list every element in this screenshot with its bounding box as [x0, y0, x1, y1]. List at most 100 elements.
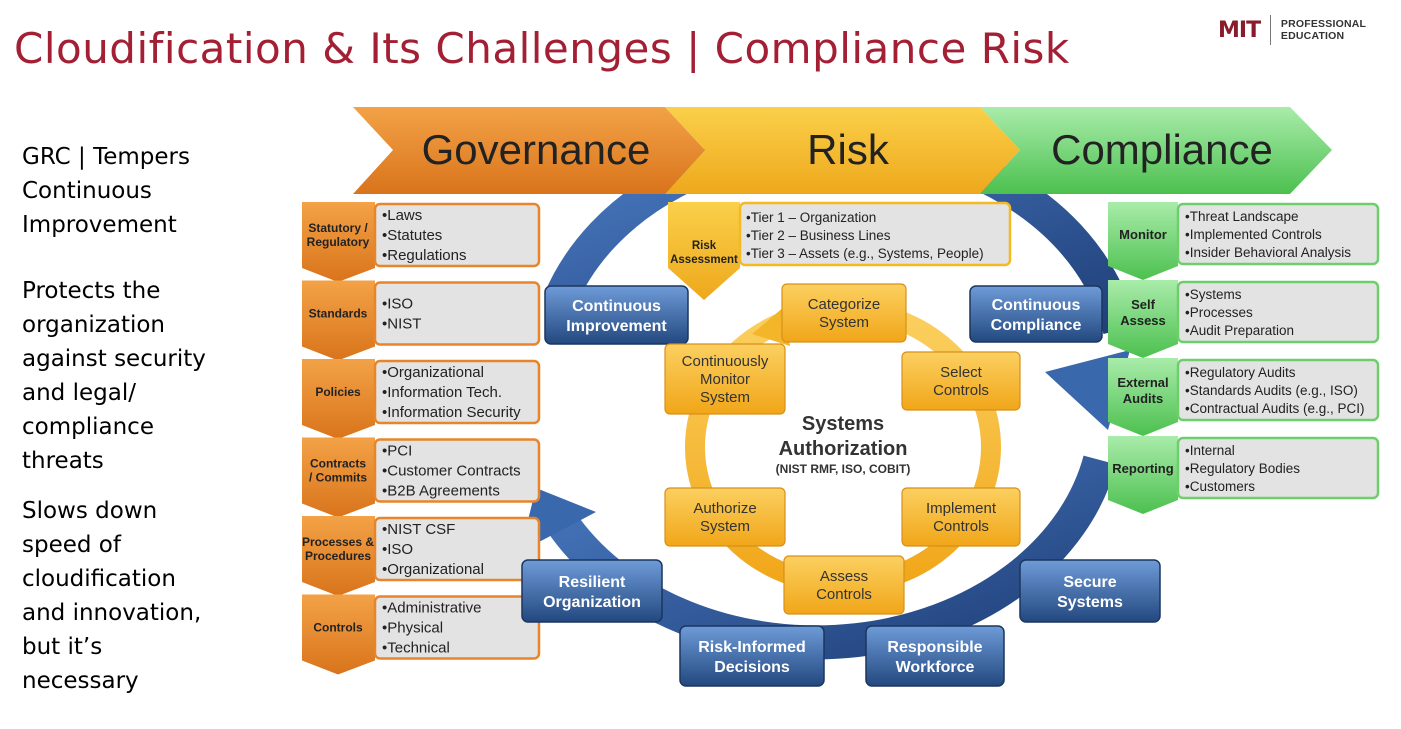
governance-item: •Administrative — [382, 600, 481, 617]
governance-item: •PCI — [382, 443, 412, 460]
compliance-label: Assess — [1120, 313, 1166, 328]
outer-cycle-label: Responsible — [887, 639, 982, 656]
compliance-item: •Regulatory Bodies — [1185, 461, 1300, 476]
logo-divider — [1270, 15, 1271, 45]
center-subtitle: (NIST RMF, ISO, COBIT) — [776, 462, 911, 476]
governance-item: •NIST CSF — [382, 521, 455, 538]
governance-label: Processes & — [302, 535, 374, 549]
inner-cycle-label: Controls — [933, 382, 989, 399]
outer-cycle-label: Decisions — [714, 659, 790, 676]
governance-item-box — [373, 281, 541, 346]
outer-cycle-box — [969, 285, 1103, 343]
risk-item: •Tier 1 – Organization — [746, 210, 876, 225]
inner-cycle-box — [781, 283, 907, 343]
governance-item: •Information Security — [382, 404, 521, 421]
governance-chevron — [302, 202, 375, 282]
slide-title: Cloudification & Its Challenges | Compli… — [14, 24, 1070, 73]
outer-cycle-label: Continuous — [992, 297, 1081, 314]
compliance-item-box — [1176, 358, 1380, 422]
sidebar-line: Slows down — [22, 498, 158, 524]
governance-chevron — [302, 516, 375, 596]
compliance-chevron — [1108, 436, 1178, 514]
outer-cycle-label: Compliance — [991, 317, 1082, 334]
sidebar-line: compliance — [22, 414, 154, 440]
outer-cycle-label: Improvement — [566, 318, 667, 335]
sidebar-heading: GRC | Tempers Continuous Improvement — [22, 140, 190, 242]
center-label: Systems Authorization (NIST RMF, ISO, CO… — [776, 413, 911, 476]
governance-item-box — [373, 359, 541, 425]
sidebar-paragraph-2: Slows down speed of cloudification and i… — [22, 494, 201, 698]
banner-governance: Governance — [422, 126, 651, 173]
compliance-item: •Threat Landscape — [1185, 209, 1299, 224]
inner-cycle-box — [664, 343, 786, 415]
risk-item-box — [738, 201, 1012, 267]
governance-item: •Organizational — [382, 561, 484, 578]
inner-cycle-box — [664, 487, 786, 547]
outer-cycle-label: Workforce — [896, 659, 975, 676]
compliance-item: •Contractual Audits (e.g., PCI) — [1185, 401, 1365, 416]
governance-chevron — [302, 280, 375, 361]
compliance-item: •Audit Preparation — [1185, 323, 1294, 338]
compliance-item: •Insider Behavioral Analysis — [1185, 245, 1351, 260]
governance-label: Controls — [313, 621, 363, 635]
banner-governance-shape — [353, 107, 705, 194]
governance-item: •Statutes — [382, 227, 442, 244]
compliance-item-box — [1176, 436, 1380, 500]
governance-label: / Commits — [309, 471, 367, 485]
compliance-label: Reporting — [1112, 461, 1173, 476]
outer-cycle-label: Continuous — [572, 298, 661, 315]
inner-cycle-label: Monitor — [700, 371, 750, 388]
sidebar-line: against security — [22, 346, 206, 372]
sidebar-line: necessary — [22, 668, 139, 694]
compliance-chevron — [1108, 202, 1178, 280]
inner-cycle-label: System — [700, 518, 750, 535]
governance-item-box — [373, 595, 541, 660]
sidebar-heading-line: GRC | Tempers — [22, 144, 190, 170]
mit-logo: MIT PROFESSIONAL EDUCATION — [1218, 12, 1401, 48]
banner-risk-shape — [665, 107, 1020, 194]
sidebar-heading-line: Continuous — [22, 178, 152, 204]
risk-item: •Tier 2 – Business Lines — [746, 228, 891, 243]
inner-cycle-box — [901, 351, 1021, 411]
compliance-column: Monitor•Threat Landscape•Implemented Con… — [1108, 202, 1380, 514]
governance-item: •ISO — [382, 541, 413, 558]
governance-chevron — [302, 594, 375, 675]
governance-item: •ISO — [382, 296, 413, 313]
inner-cycle-labels: CategorizeSystemSelectControlsImplementC… — [664, 283, 1021, 615]
compliance-item-box — [1176, 280, 1380, 344]
sidebar-line: but it’s — [22, 634, 103, 660]
compliance-item: •Regulatory Audits — [1185, 365, 1296, 380]
governance-item: •Information Tech. — [382, 384, 502, 401]
banner-compliance: Compliance — [1051, 126, 1273, 173]
risk-chevron — [668, 202, 740, 300]
center-line-1: Systems — [802, 413, 884, 435]
governance-label: Procedures — [305, 549, 371, 563]
governance-item-box — [373, 438, 541, 503]
compliance-item: •Customers — [1185, 479, 1255, 494]
banner-compliance-shape — [980, 107, 1332, 194]
inner-cycle-label: Categorize — [808, 296, 881, 313]
compliance-item: •Standards Audits (e.g., ISO) — [1185, 383, 1358, 398]
sidebar-line: threats — [22, 448, 104, 474]
inner-cycle-label: System — [819, 314, 869, 331]
outer-cycle-box — [865, 625, 1005, 687]
governance-item: •Physical — [382, 620, 443, 637]
inner-cycle-label: Authorize — [693, 500, 756, 517]
outer-cycle-label: Organization — [543, 594, 641, 611]
compliance-item: •Implemented Controls — [1185, 227, 1322, 242]
governance-item: •NIST — [382, 316, 421, 333]
compliance-label: Self — [1131, 297, 1156, 312]
outer-cycle-box — [521, 559, 663, 623]
outer-cycle-label: Systems — [1057, 594, 1123, 611]
governance-item: •Regulations — [382, 247, 466, 264]
logo-mark: MIT — [1218, 17, 1261, 43]
inner-cycle-label: Controls — [816, 586, 872, 603]
inner-cycle-label: Continuously — [682, 353, 769, 370]
governance-chevron — [302, 359, 375, 439]
governance-item: •Laws — [382, 207, 422, 224]
logo-text: PROFESSIONAL EDUCATION — [1280, 18, 1366, 42]
sidebar-line: Protects the — [22, 278, 161, 304]
compliance-chevron — [1108, 280, 1178, 358]
outer-cycle-label: Secure — [1063, 574, 1116, 591]
